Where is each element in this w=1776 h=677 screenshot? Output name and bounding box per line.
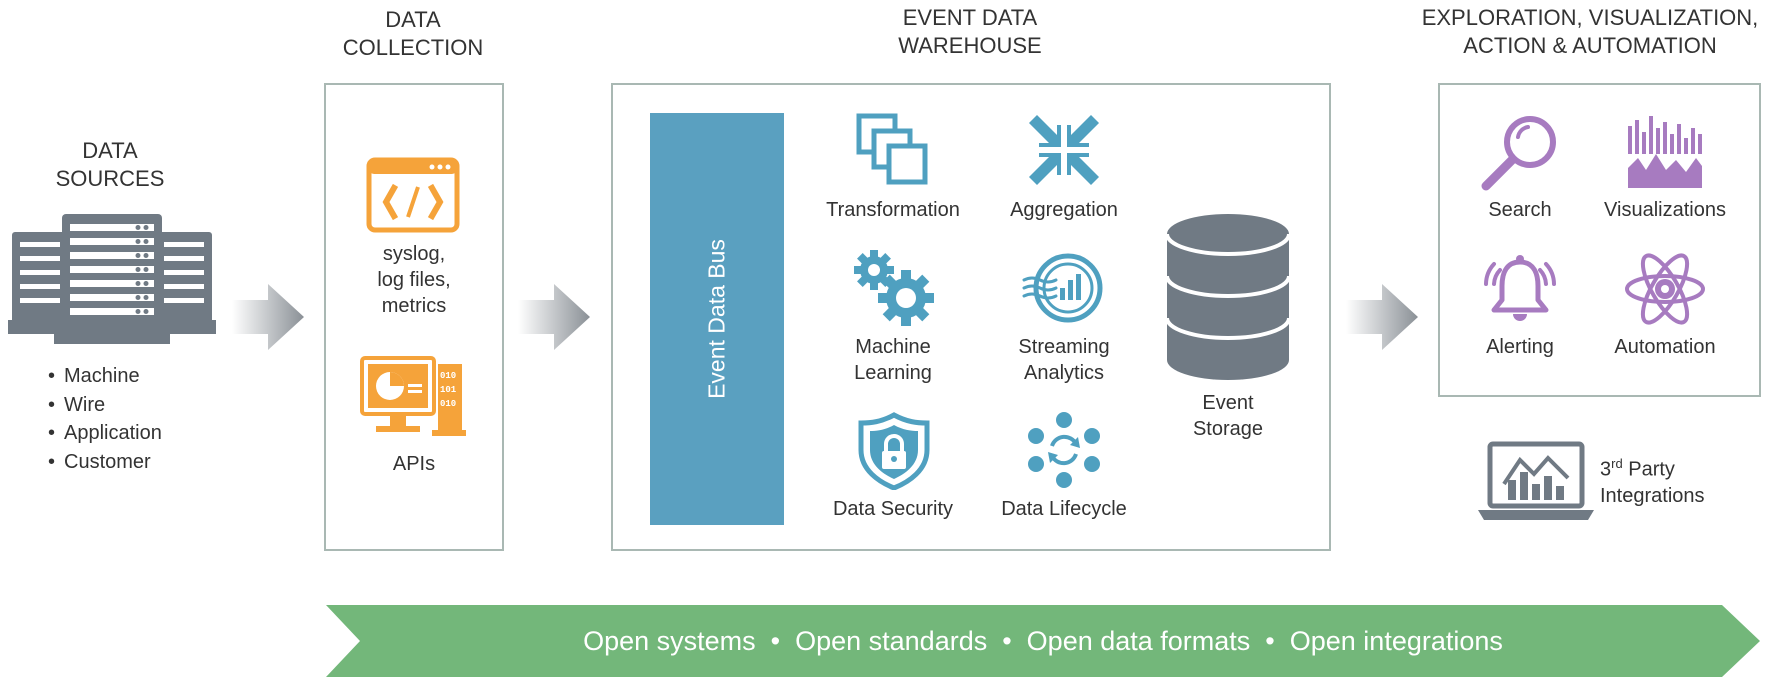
alerting-label: Alerting xyxy=(1486,336,1554,358)
exploration-box xyxy=(1438,83,1761,397)
svg-text:101: 101 xyxy=(440,385,457,395)
source-item: Application xyxy=(48,419,162,448)
database-storage-icon xyxy=(1165,214,1291,380)
flow-arrow-3 xyxy=(1346,284,1418,350)
visualizations-label: Visualizations xyxy=(1604,199,1726,221)
transformation-label: Transformation xyxy=(826,199,960,221)
integrations-word: Integrations xyxy=(1600,484,1705,507)
data-lifecycle-icon xyxy=(1028,412,1100,488)
third-party-integrations-label: 3rd Party Integrations xyxy=(1600,451,1705,509)
third-party-ordinal: rd xyxy=(1611,456,1623,471)
open-banner xyxy=(326,605,1760,677)
transformation-icon xyxy=(856,113,928,185)
search-icon xyxy=(1481,116,1556,191)
data-lifecycle-label: Data Lifecycle xyxy=(1001,498,1127,520)
source-item: Wire xyxy=(48,391,162,420)
third-party-word: Party xyxy=(1622,458,1675,481)
flow-arrow-1 xyxy=(232,284,304,350)
aggregation-label: Aggregation xyxy=(1010,199,1118,221)
machine-learning-gears-icon xyxy=(854,250,934,326)
event-data-bus xyxy=(650,113,784,525)
data-sources-heading: DATA SOURCES xyxy=(55,138,165,191)
server-rack-icon xyxy=(8,214,216,344)
visualizations-icon xyxy=(1628,116,1702,188)
code-window-icon xyxy=(366,157,460,233)
collection-syslog-label: syslog, log files, metrics xyxy=(377,243,451,317)
streaming-analytics-label: Streaming Analytics xyxy=(1018,336,1110,384)
data-collection-heading: DATA COLLECTION xyxy=(342,7,484,60)
event-storage-label: Event Storage xyxy=(1192,392,1264,440)
svg-text:010: 010 xyxy=(440,371,456,381)
data-sources-list: Machine Wire Application Customer xyxy=(48,362,162,476)
open-banner-text: Open systems • Open standards • Open dat… xyxy=(583,626,1503,656)
event-data-bus-label: Event Data Bus xyxy=(703,239,730,399)
automation-label: Automation xyxy=(1614,336,1716,358)
source-item: Customer xyxy=(48,448,162,477)
collection-apis-label: APIs xyxy=(392,453,436,475)
machine-learning-label: Machine Learning xyxy=(854,336,932,384)
alerting-bell-icon xyxy=(1484,255,1556,321)
third-party-number: 3 xyxy=(1600,458,1612,481)
event-data-warehouse-heading: EVENT DATA WAREHOUSE xyxy=(898,5,1042,58)
data-security-shield-icon xyxy=(858,412,930,490)
svg-text:010: 010 xyxy=(440,399,456,409)
aggregation-icon xyxy=(1029,115,1099,185)
automation-atom-icon xyxy=(1625,253,1705,325)
source-item: Machine xyxy=(48,362,162,391)
flow-arrow-2 xyxy=(518,284,590,350)
api-computer-icon: 010 101 010 xyxy=(360,356,466,436)
laptop-chart-icon xyxy=(1478,441,1594,520)
streaming-analytics-icon xyxy=(1022,253,1103,323)
search-label: Search xyxy=(1488,199,1552,221)
data-security-label: Data Security xyxy=(832,498,954,520)
exploration-heading: EXPLORATION, VISUALIZATION, ACTION & AUT… xyxy=(1421,5,1759,58)
